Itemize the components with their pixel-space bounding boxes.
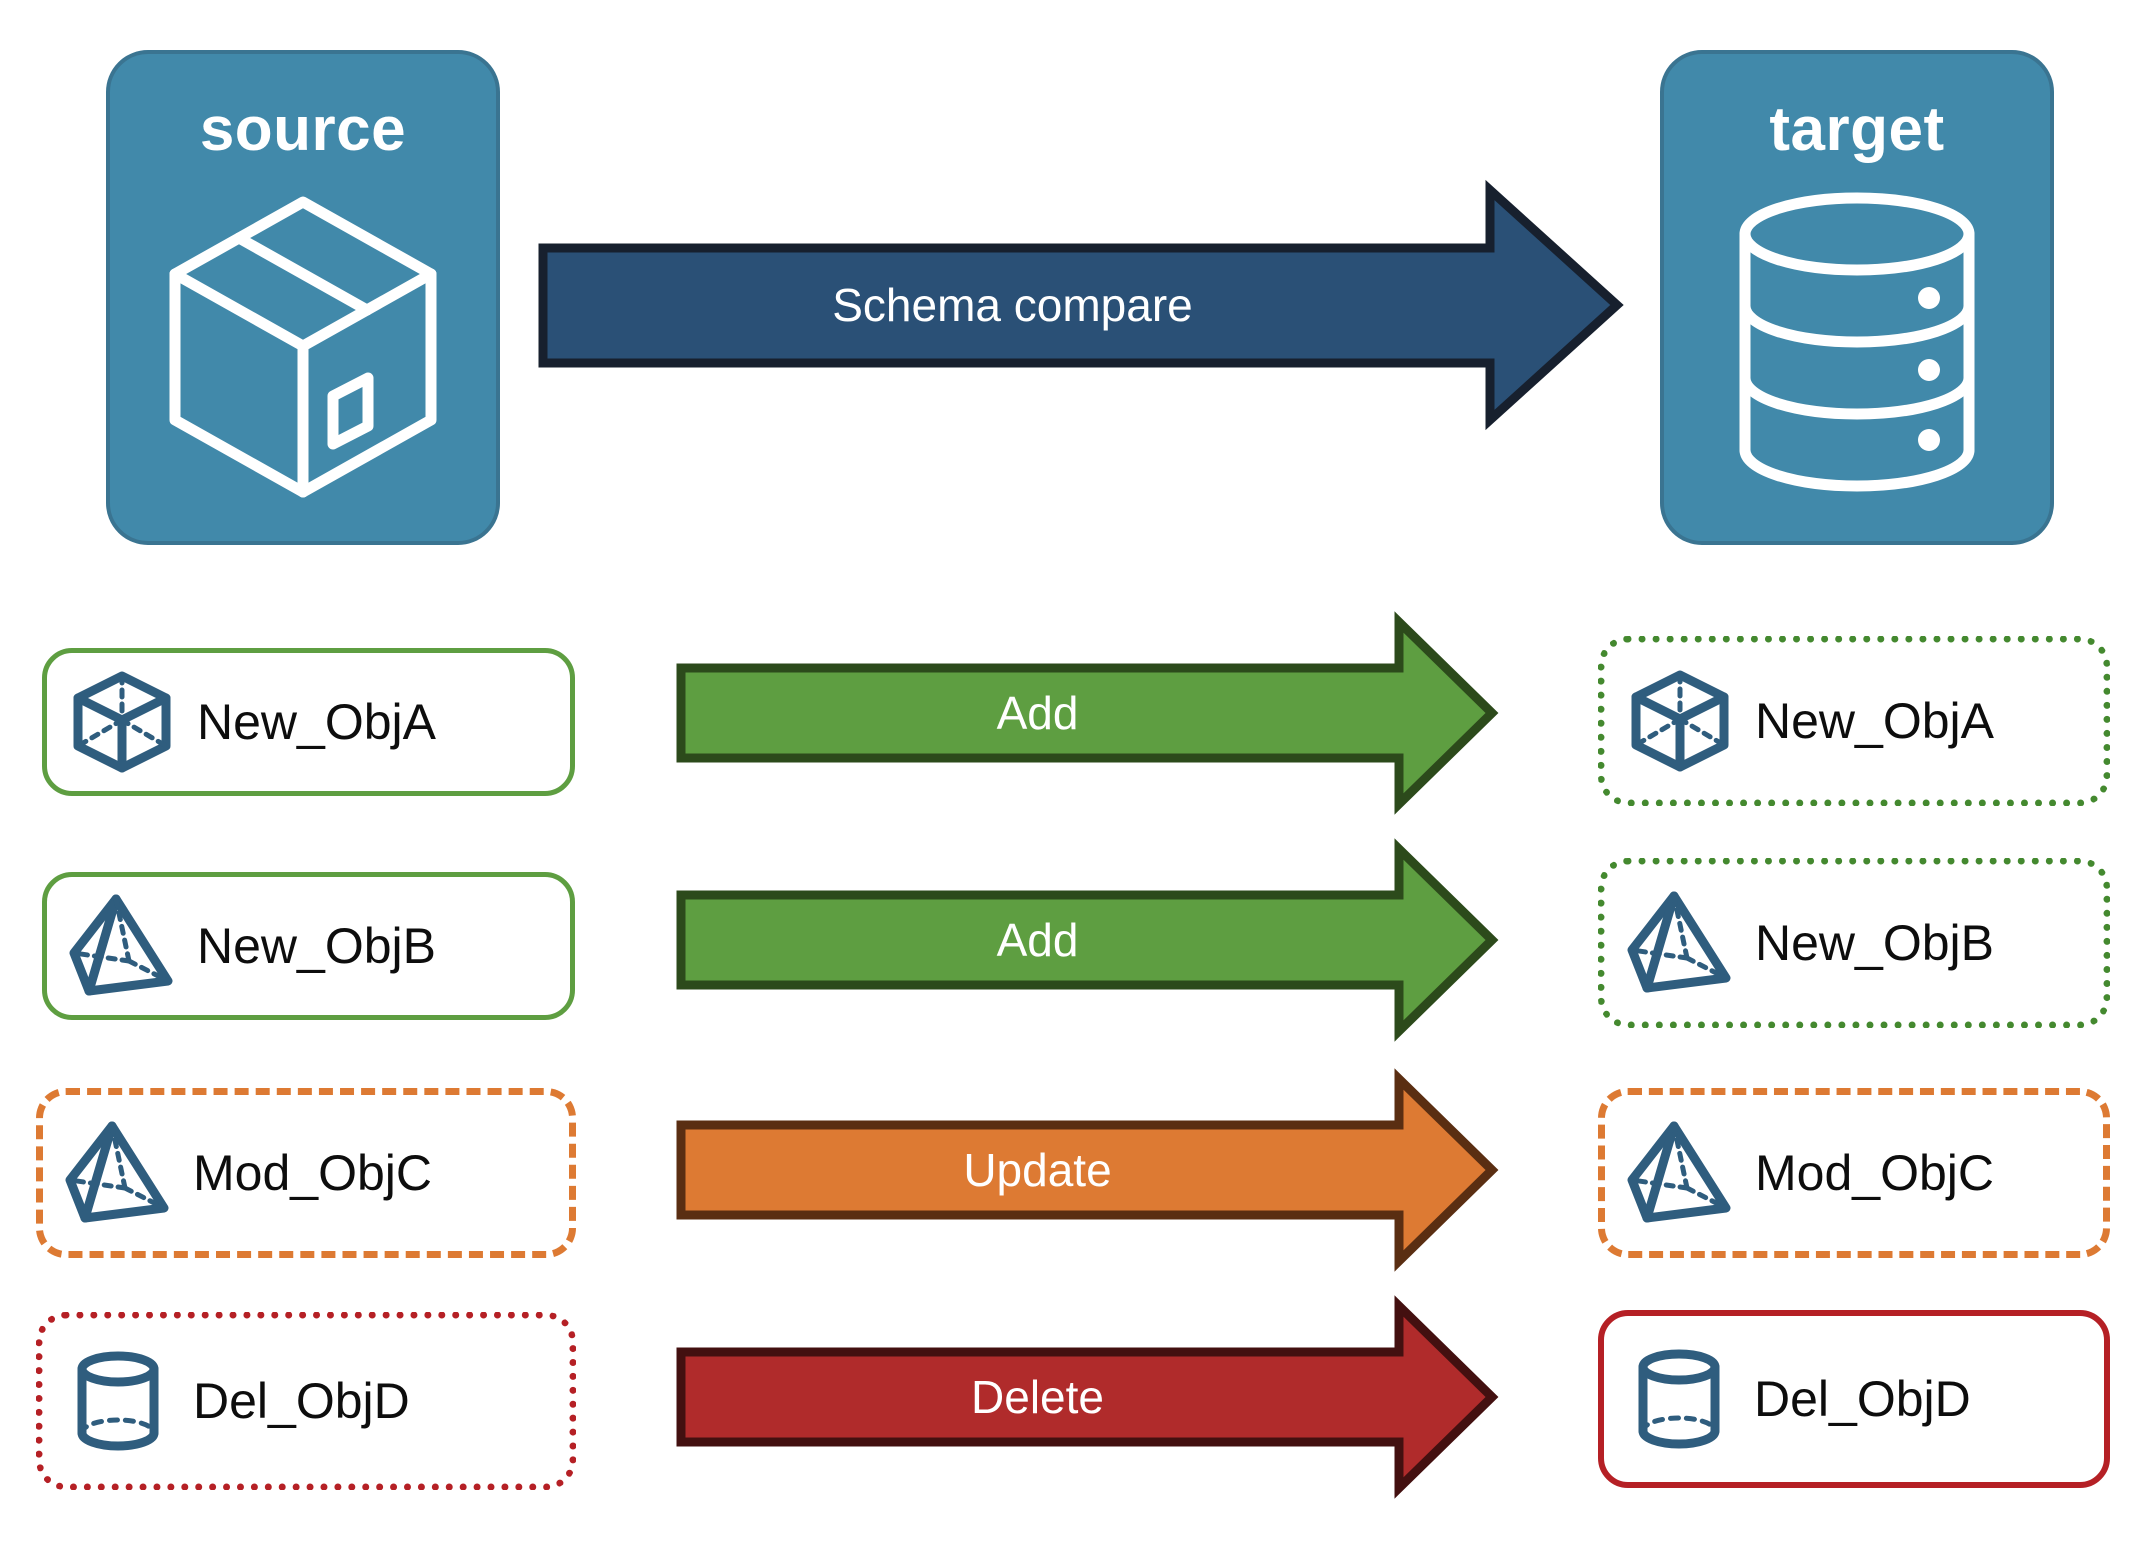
wireframe-cube-icon: [1605, 667, 1755, 775]
source-object-box[interactable]: Mod_ObjC: [36, 1088, 576, 1258]
target-object-name: Del_ObjD: [1754, 1371, 1971, 1427]
wireframe-pyramid-icon: [43, 1118, 193, 1228]
target-object-name: New_ObjA: [1755, 693, 1994, 749]
wireframe-pyramid-icon: [1605, 1118, 1755, 1228]
source-object-name: New_ObjB: [197, 918, 436, 974]
target-object-box[interactable]: Del_ObjD: [1598, 1310, 2110, 1488]
source-object-name: Del_ObjD: [193, 1373, 410, 1429]
target-title: target: [1769, 95, 1945, 164]
add-arrow: Add: [676, 838, 1500, 1042]
schema-compare-label: Schema compare: [832, 279, 1193, 331]
source-object-box[interactable]: Del_ObjD: [36, 1312, 576, 1490]
add-arrow: Add: [676, 611, 1500, 815]
source-object-box[interactable]: New_ObjA: [42, 648, 575, 796]
package-box-icon: [110, 182, 496, 512]
schema-compare-arrow: Schema compare: [535, 175, 1625, 435]
wireframe-cylinder-icon: [1604, 1345, 1754, 1453]
update-arrow: Update: [676, 1068, 1500, 1272]
add-arrow-label: Add: [996, 687, 1079, 739]
source-object-box[interactable]: New_ObjB: [42, 872, 575, 1020]
target-object-box[interactable]: New_ObjA: [1598, 636, 2110, 806]
target-object-name: Mod_ObjC: [1755, 1145, 1994, 1201]
source-object-name: Mod_ObjC: [193, 1145, 432, 1201]
target-object-box[interactable]: Mod_ObjC: [1598, 1088, 2110, 1258]
delete-arrow-label: Delete: [971, 1371, 1104, 1423]
wireframe-pyramid-icon: [47, 891, 197, 1001]
wireframe-pyramid-icon: [1605, 888, 1755, 998]
add-arrow-label: Add: [996, 914, 1079, 966]
wireframe-cylinder-icon: [43, 1347, 193, 1455]
wireframe-cube-icon: [47, 668, 197, 776]
source-title: source: [199, 95, 407, 164]
target-object-box[interactable]: New_ObjB: [1598, 858, 2110, 1028]
target-endpoint-card: target: [1660, 50, 2054, 545]
source-object-name: New_ObjA: [197, 694, 436, 750]
target-object-name: New_ObjB: [1755, 915, 1994, 971]
source-endpoint-card: source: [106, 50, 500, 545]
update-arrow-label: Update: [963, 1144, 1112, 1196]
database-cylinder-icon: [1664, 182, 2050, 512]
delete-arrow: Delete: [676, 1295, 1500, 1499]
